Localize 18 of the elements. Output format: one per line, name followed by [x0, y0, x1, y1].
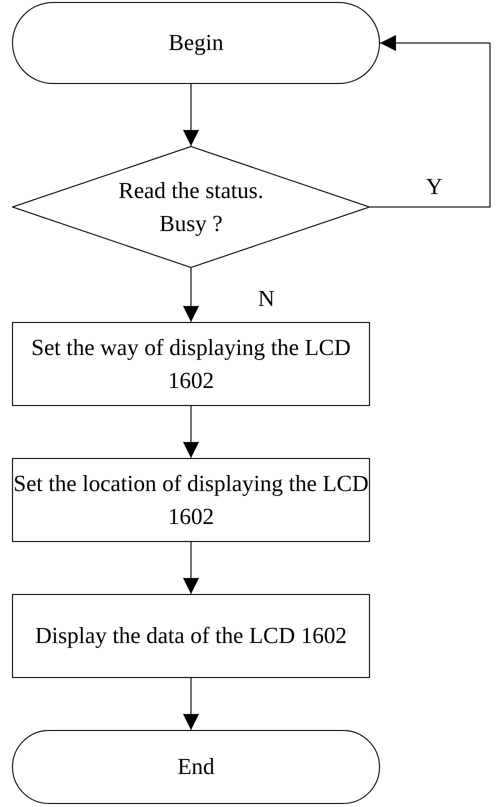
node-text: Set the way of displaying the LCD 1602 — [30, 334, 352, 395]
node-text: Display the data of the LCD 1602 — [35, 622, 347, 650]
arrow — [183, 84, 199, 146]
process-box — [12, 594, 370, 678]
arrow — [370, 35, 490, 208]
node-text: Set the location of displaying the LCD 1602 — [13, 470, 369, 531]
arrow — [183, 406, 199, 458]
node-text: Begin — [168, 29, 224, 58]
arrow — [183, 268, 199, 322]
terminal-box — [12, 2, 380, 84]
terminal-box — [12, 730, 380, 804]
arrow — [183, 678, 199, 730]
node-text: End — [177, 753, 215, 782]
process-box — [12, 322, 370, 406]
node-text: Read the status. Busy ? — [118, 176, 264, 238]
decision-diamond — [12, 146, 370, 268]
arrow — [183, 542, 199, 594]
process-box — [12, 458, 370, 542]
